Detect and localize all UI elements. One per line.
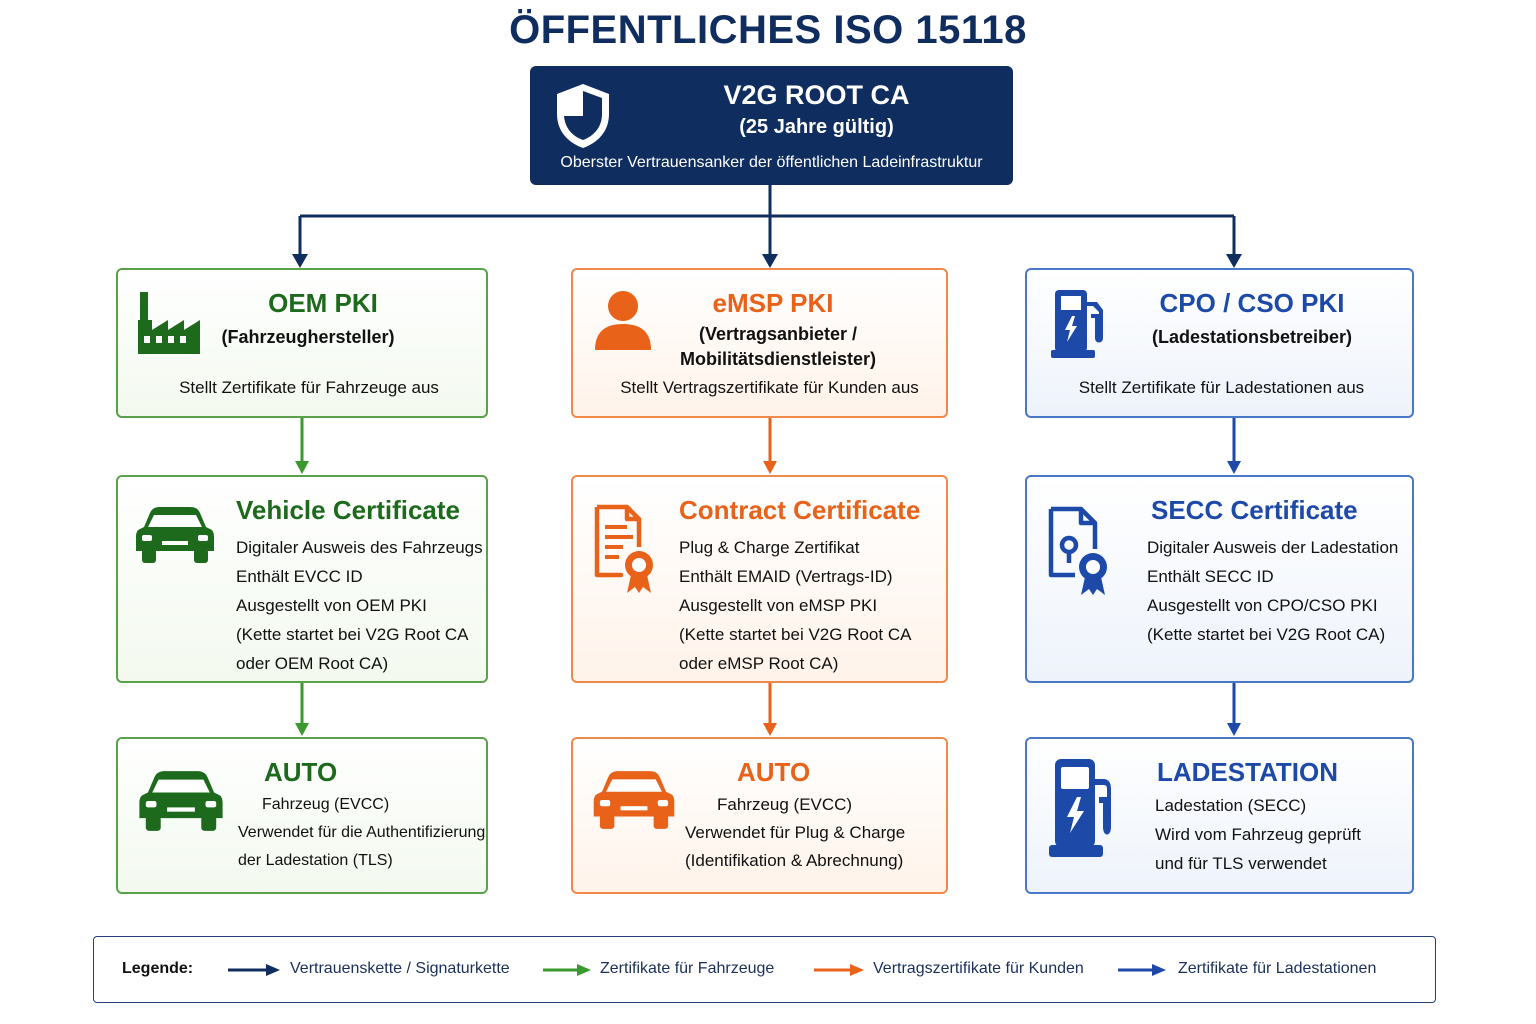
- root-ca-box: V2G ROOT CA (25 Jahre gültig) Oberster V…: [530, 66, 1013, 185]
- cpo-pki-subtitle: (Ladestationsbetreiber): [1127, 325, 1377, 350]
- secc-certificate-box: SECC Certificate Digitaler Ausweis der L…: [1025, 475, 1414, 683]
- contract-certificate-lines: Plug & Charge Zertifikat Enthält EMAID (…: [679, 533, 911, 678]
- certificate-line: (Kette startet bei V2G Root CA: [236, 625, 469, 644]
- root-ca-description: Oberster Vertrauensanker der öffentliche…: [560, 154, 983, 171]
- oem-pki-title: OEM PKI: [268, 288, 378, 318]
- auto-endpoint-lines: Fahrzeug (EVCC) Verwendet für die Authen…: [238, 791, 485, 875]
- endpoint-line: und für TLS verwendet: [1155, 854, 1327, 873]
- shield-icon: [557, 84, 609, 148]
- ladestation-endpoint-box: LADESTATION Ladestation (SECC) Wird vom …: [1025, 737, 1414, 894]
- ev-charger-icon: [1049, 759, 1111, 857]
- legend: Legende: Vertrauenskette / Signaturkette…: [93, 936, 1436, 1003]
- legend-arrow-green: [543, 964, 591, 976]
- legend-item-vehicle-certs: Zertifikate für Fahrzeuge: [600, 960, 775, 977]
- auto-endpoint-title: AUTO: [264, 757, 338, 787]
- auto-endpoint-box-green: AUTO Fahrzeug (EVCC) Verwendet für die A…: [116, 737, 488, 894]
- vehicle-certificate-title: Vehicle Certificate: [236, 495, 460, 525]
- emsp-pki-subtitle-line: Mobilitätsdienstleister): [679, 349, 877, 369]
- cpo-pki-title: CPO / CSO PKI: [1159, 288, 1345, 318]
- legend-item-trust-chain: Vertrauenskette / Signaturkette: [290, 960, 510, 977]
- certificate-line: Digitaler Ausweis der Ladestation: [1147, 538, 1399, 557]
- cpo-pki-subtitle-line: (Ladestationsbetreiber): [1151, 327, 1353, 347]
- certificate-line: Ausgestellt von eMSP PKI: [679, 596, 878, 615]
- car-icon: [593, 771, 675, 829]
- oem-pki-subtitle: (Fahrzeughersteller): [198, 325, 418, 350]
- vehicle-certificate-lines: Digitaler Ausweis des Fahrzeugs Enthält …: [236, 533, 483, 678]
- auto-endpoint-lines: Fahrzeug (EVCC) Verwendet für Plug & Cha…: [685, 791, 905, 875]
- secc-certificate-title: SECC Certificate: [1151, 495, 1358, 525]
- certificate-line: Ausgestellt von OEM PKI: [236, 596, 427, 615]
- car-icon: [139, 771, 223, 831]
- oem-pki-box: OEM PKI (Fahrzeughersteller) Stellt Zert…: [116, 268, 488, 418]
- legend-arrow-blue: [1118, 964, 1166, 976]
- emsp-pki-box: eMSP PKI (Vertragsanbieter / Mobilitätsd…: [571, 268, 948, 418]
- oem-pki-subtitle-line: (Fahrzeughersteller): [221, 327, 395, 347]
- certificate-line: Digitaler Ausweis des Fahrzeugs: [236, 538, 483, 557]
- certificate-line: Plug & Charge Zertifikat: [679, 538, 860, 557]
- certificate-icon: [1048, 506, 1107, 595]
- certificate-line: Enthält SECC ID: [1147, 567, 1274, 586]
- emsp-pki-subtitle: (Vertragsanbieter / Mobilitätsdienstleis…: [653, 322, 903, 372]
- certificate-line: Enthält EMAID (Vertrags-ID): [679, 567, 893, 586]
- emsp-pki-title: eMSP PKI: [712, 288, 834, 318]
- endpoint-line: (Identifikation & Abrechnung): [685, 851, 904, 870]
- auto-endpoint-title: AUTO: [737, 757, 811, 787]
- cpo-pki-box: CPO / CSO PKI (Ladestationsbetreiber) St…: [1025, 268, 1414, 418]
- contract-certificate-box: Contract Certificate Plug & Charge Zerti…: [571, 475, 948, 683]
- legend-item-station-certs: Zertifikate für Ladestationen: [1178, 960, 1377, 977]
- endpoint-line: Fahrzeug (EVCC): [717, 795, 853, 814]
- certificate-line: oder OEM Root CA): [236, 654, 389, 673]
- certificate-line: (Kette startet bei V2G Root CA: [679, 625, 912, 644]
- certificate-line: Enthält EVCC ID: [236, 567, 363, 586]
- endpoint-line: Wird vom Fahrzeug geprüft: [1155, 825, 1361, 844]
- fuel-pump-icon: [1051, 290, 1103, 358]
- vehicle-certificate-box: Vehicle Certificate Digitaler Ausweis de…: [116, 475, 488, 683]
- emsp-pki-description: Stellt Vertragszertifikate für Kunden au…: [620, 378, 919, 397]
- certificate-line: (Kette startet bei V2G Root CA): [1147, 625, 1386, 644]
- endpoint-line: Verwendet für Plug & Charge: [685, 823, 906, 842]
- ladestation-endpoint-lines: Ladestation (SECC) Wird vom Fahrzeug gep…: [1155, 791, 1361, 878]
- endpoint-line: Ladestation (SECC): [1155, 796, 1307, 815]
- secc-certificate-lines: Digitaler Ausweis der Ladestation Enthäl…: [1147, 533, 1398, 649]
- oem-pki-description: Stellt Zertifikate für Fahrzeuge aus: [179, 378, 439, 397]
- root-ca-subtitle: (25 Jahre gültig): [739, 116, 894, 138]
- endpoint-line: Fahrzeug (EVCC): [262, 796, 390, 813]
- legend-arrow-navy: [228, 964, 280, 976]
- contract-certificate-title: Contract Certificate: [679, 495, 921, 525]
- legend-item-contract-certs: Vertragszertifikate für Kunden: [873, 960, 1084, 977]
- certificate-line: oder eMSP Root CA): [679, 654, 839, 673]
- certificate-icon: [594, 504, 653, 593]
- ladestation-endpoint-title: LADESTATION: [1157, 757, 1339, 787]
- person-icon: [595, 291, 651, 350]
- factory-icon: [138, 292, 200, 354]
- page-title: ÖFFENTLICHES ISO 15118: [509, 8, 1027, 52]
- certificate-line: Ausgestellt von CPO/CSO PKI: [1147, 596, 1378, 615]
- endpoint-line: Verwendet für die Authentifizierung: [238, 824, 486, 841]
- emsp-pki-subtitle-line: (Vertragsanbieter /: [698, 324, 858, 344]
- auto-endpoint-box-orange: AUTO Fahrzeug (EVCC) Verwendet für Plug …: [571, 737, 948, 894]
- car-icon: [136, 507, 214, 563]
- root-ca-title: V2G ROOT CA: [723, 80, 910, 110]
- cpo-pki-description: Stellt Zertifikate für Ladestationen aus: [1078, 378, 1365, 397]
- legend-arrow-orange: [814, 964, 864, 976]
- legend-title: Legende:: [122, 960, 194, 977]
- endpoint-line: der Ladestation (TLS): [238, 852, 393, 869]
